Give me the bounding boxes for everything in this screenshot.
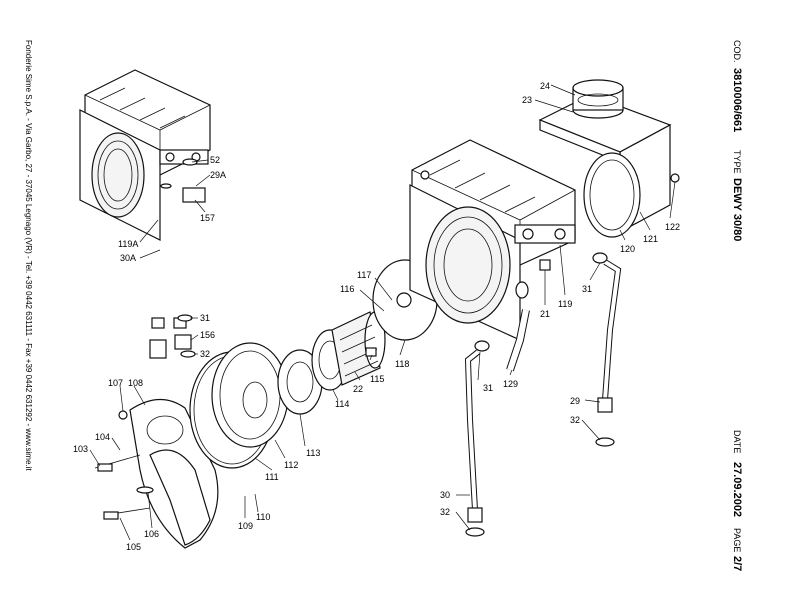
label-31-left: 31 (200, 313, 210, 323)
label-113: 113 (306, 448, 320, 458)
label-129: 129 (503, 379, 518, 389)
label-122: 122 (665, 222, 680, 232)
label-121: 121 (643, 234, 658, 244)
label-119A: 119A (118, 239, 138, 249)
door-112 (211, 342, 289, 448)
page-value: 2/7 (731, 556, 743, 571)
date-value: 27.09.2002 (731, 462, 743, 517)
label-119: 119 (558, 299, 572, 309)
label-156: 156 (200, 330, 215, 340)
cod-label: COD. (732, 40, 742, 63)
label-107: 107 (108, 378, 123, 388)
company-footer: Fonderie Sime S.p.A. - Via Garbo, 27 - 3… (24, 40, 33, 471)
label-24: 24 (540, 81, 550, 91)
pipes-30A (151, 177, 206, 329)
type-label: TYPE (732, 150, 742, 174)
label-115: 115 (370, 374, 384, 384)
label-120: 120 (620, 244, 635, 254)
page-label: PAGE (732, 528, 742, 552)
label-118: 118 (395, 359, 409, 369)
label-104: 104 (95, 432, 110, 442)
label-112: 112 (284, 460, 298, 470)
heat-exchanger-left (79, 69, 211, 241)
cod-value: 3810006/661 (731, 68, 743, 132)
heat-exchanger-right (409, 139, 576, 341)
label-23: 23 (522, 95, 532, 105)
leader-lines (89, 84, 676, 541)
label-32-bottom: 32 (440, 507, 450, 517)
label-52: 52 (210, 155, 220, 165)
label-29: 29 (570, 396, 580, 406)
label-32-left: 32 (200, 349, 210, 359)
label-31-right: 31 (582, 284, 592, 294)
label-21: 21 (540, 309, 550, 319)
flue-box-120 (538, 79, 680, 238)
label-109: 109 (238, 521, 253, 531)
label-157: 157 (200, 213, 215, 223)
label-116: 116 (340, 284, 354, 294)
label-111: 111 (265, 472, 279, 482)
header-block: COD. 3810006/661 TYPE DEWY 30/80 DATE 27… (731, 40, 743, 571)
date-label: DATE (732, 430, 742, 453)
label-31-mid: 31 (483, 383, 493, 393)
label-32-right: 32 (570, 415, 580, 425)
fittings-left (149, 158, 198, 359)
pipes-right (464, 252, 622, 537)
label-30: 30 (440, 490, 450, 500)
label-22: 22 (353, 384, 363, 394)
label-106: 106 (144, 529, 159, 539)
label-105: 105 (126, 542, 141, 552)
label-110: 110 (256, 512, 270, 522)
part-labels: 24 23 52 29A 157 119A 30A 31 156 32 117 … (73, 81, 680, 552)
label-114: 114 (335, 399, 349, 409)
label-108: 108 (128, 378, 143, 388)
label-103: 103 (73, 444, 88, 454)
label-29A: 29A (210, 170, 226, 180)
label-30A: 30A (120, 253, 136, 263)
label-117: 117 (357, 270, 371, 280)
type-value: DEWY 30/80 (731, 178, 743, 241)
